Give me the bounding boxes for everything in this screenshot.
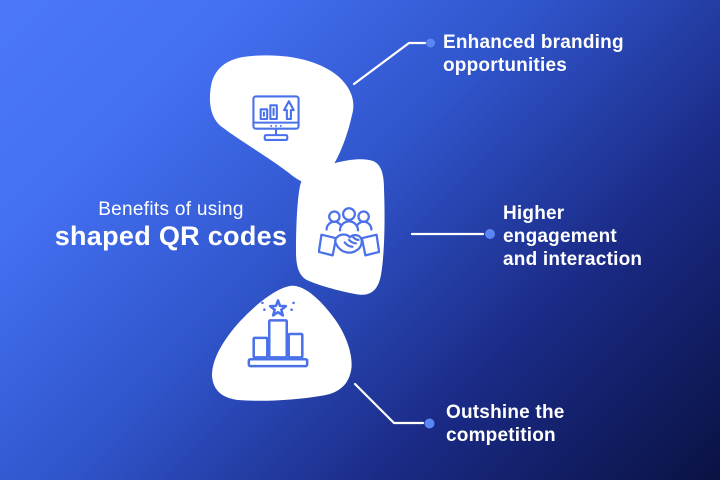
- podium-star-icon: [243, 299, 313, 369]
- benefit-label-line: Outshine the: [446, 402, 565, 423]
- benefit-label-engagement: Higher engagement and interaction: [503, 202, 642, 271]
- connector-dot-top: [426, 38, 435, 48]
- connector-dot-bottom: [424, 418, 435, 429]
- benefit-label-line: Higher: [503, 203, 565, 224]
- benefit-label-line: opportunities: [443, 55, 567, 76]
- title-line2: shaped QR codes: [54, 221, 288, 251]
- connector-dot-middle: [485, 229, 495, 239]
- benefit-label-line: competition: [446, 425, 556, 446]
- benefit-label-competition: Outshine the competition: [446, 401, 565, 447]
- blob-bottom: [212, 285, 352, 401]
- monitor-chart-icon: [247, 90, 305, 148]
- benefit-label-branding: Enhanced branding opportunities: [443, 31, 624, 77]
- title-line1: Benefits of using: [98, 199, 244, 220]
- handshake-people-icon: [318, 202, 380, 264]
- benefit-label-line: and interaction: [503, 249, 643, 270]
- page-title: Benefits of using shaped QR codes: [31, 197, 311, 250]
- benefit-label-line: engagement: [503, 226, 617, 247]
- connector-line-bottom: [353, 382, 425, 425]
- connector-line-top: [352, 41, 427, 86]
- blob-top: [209, 55, 354, 184]
- benefit-label-line: Enhanced branding: [443, 32, 624, 53]
